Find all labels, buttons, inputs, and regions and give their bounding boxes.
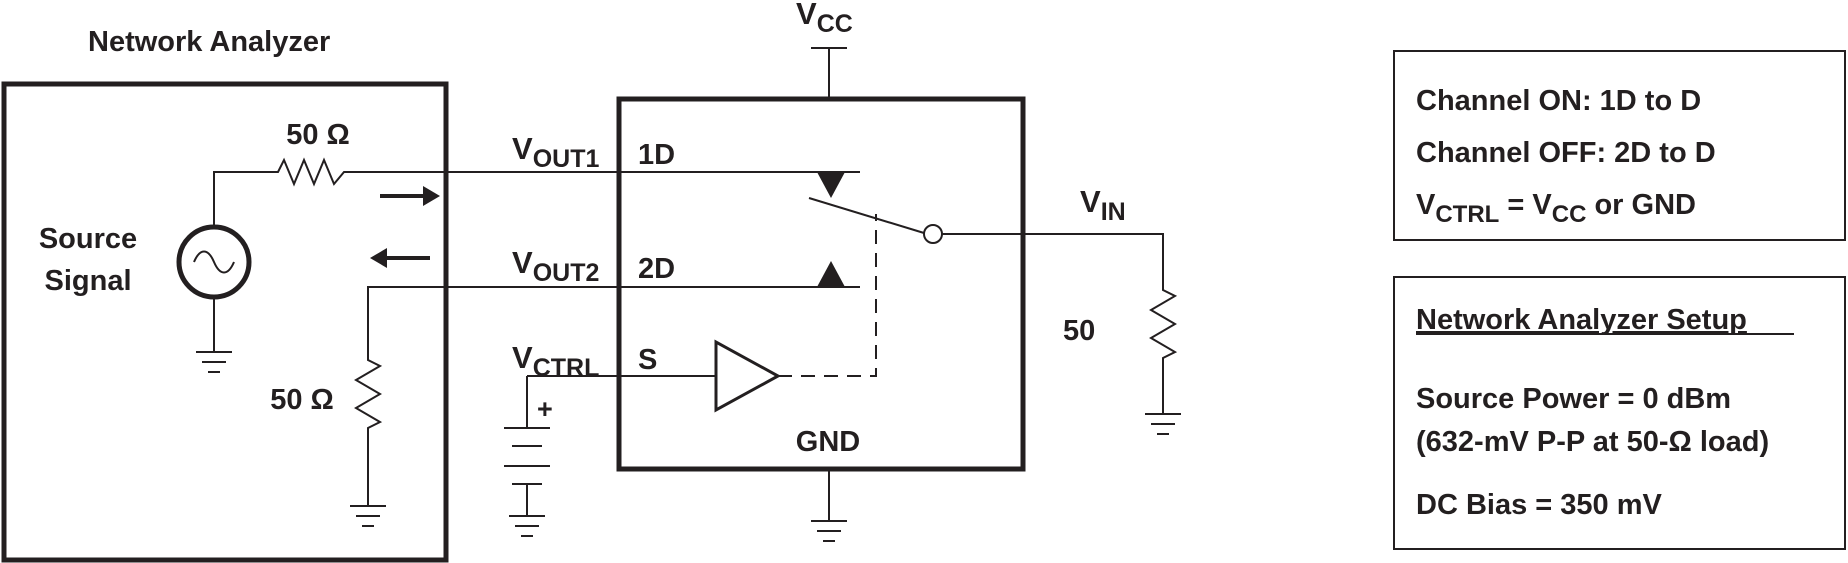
control-link-dashed xyxy=(778,214,877,377)
source-signal-label-2: Signal xyxy=(44,265,131,297)
arrow-left-icon xyxy=(370,248,430,268)
switch-device-box xyxy=(616,96,1026,472)
battery-plus-label: + xyxy=(537,394,553,424)
source-signal-label-1: Source xyxy=(39,223,137,255)
control-buffer-icon xyxy=(714,339,782,413)
analyzer-setup-box xyxy=(1393,276,1846,550)
contact-2d-icon xyxy=(817,261,845,287)
vctrl-condition-text: VCTRL = VCC or GND xyxy=(1416,189,1696,228)
ground-icon xyxy=(196,351,232,373)
input-resistor-label: 50 xyxy=(1063,315,1095,347)
ground-icon xyxy=(1145,413,1181,435)
network-analyzer-title: Network Analyzer xyxy=(88,26,330,58)
ac-source-icon xyxy=(176,224,252,300)
source-resistor-label: 50 Ω xyxy=(286,119,350,151)
battery-icon xyxy=(504,376,550,516)
vcc-label: VCC xyxy=(796,0,853,38)
ground-icon xyxy=(509,515,545,537)
channel-off-text: Channel OFF: 2D to D xyxy=(1416,137,1716,169)
dc-bias-text: DC Bias = 350 mV xyxy=(1416,489,1662,521)
contact-1d-icon xyxy=(817,172,845,198)
vctrl-label: VCTRL xyxy=(512,340,599,382)
load-resistor-label: 50 Ω xyxy=(270,384,334,416)
channel-info-box xyxy=(1393,50,1846,241)
switch-pivot xyxy=(923,224,943,244)
vout2-label: VOUT2 xyxy=(512,245,599,287)
input-resistor-50 xyxy=(942,233,1178,414)
load-resistor-50ohm xyxy=(354,286,860,506)
pin-gnd-label: GND xyxy=(796,426,860,458)
ground-icon xyxy=(811,520,847,542)
setup-title: Network Analyzer Setup xyxy=(1416,304,1747,336)
source-resistor-50ohm xyxy=(256,157,860,187)
pin-2d-label: 2D xyxy=(638,253,675,285)
channel-on-text: Channel ON: 1D to D xyxy=(1416,85,1701,117)
ground-icon xyxy=(350,505,386,527)
source-wire xyxy=(213,171,256,227)
vin-label: VIN xyxy=(1080,184,1126,226)
pin-s-label: S xyxy=(638,344,657,376)
arrow-right-icon xyxy=(380,186,440,206)
source-power-text: Source Power = 0 dBm xyxy=(1416,383,1731,415)
network-analyzer-box xyxy=(1,81,449,563)
source-power-detail-text: (632-mV P-P at 50-Ω load) xyxy=(1416,426,1769,458)
switch-blade xyxy=(808,197,925,234)
vout1-label: VOUT1 xyxy=(512,131,599,173)
pin-1d-label: 1D xyxy=(638,139,675,171)
